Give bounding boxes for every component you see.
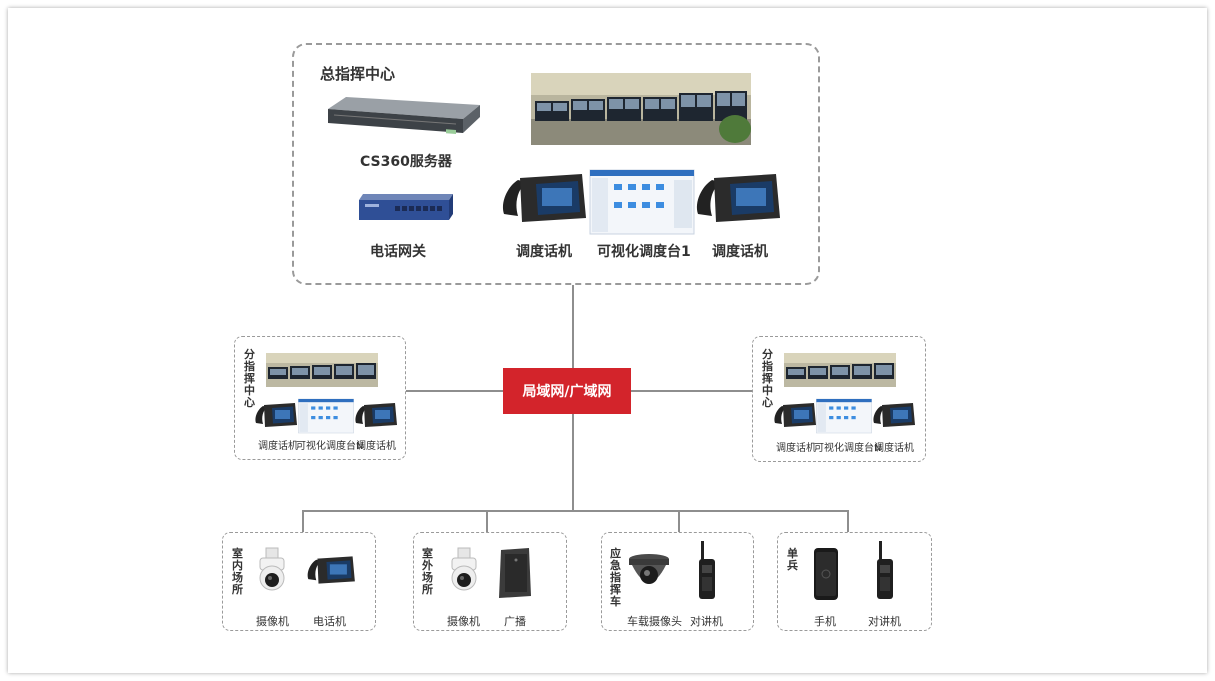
speaker-icon bbox=[499, 548, 531, 598]
link-branch-left bbox=[406, 390, 503, 392]
site-item-label: 摄像机 bbox=[256, 615, 289, 628]
branch-right-console-label: 可视化调度台N bbox=[814, 443, 882, 454]
branch-box-right bbox=[752, 336, 926, 462]
desk-phone-icon bbox=[307, 556, 355, 584]
site-item-label: 手机 bbox=[814, 615, 836, 628]
dispatch-phone-icon bbox=[502, 174, 586, 222]
branch-left-phone-label: 调度话机 bbox=[258, 441, 298, 452]
site-box-outdoor bbox=[413, 532, 567, 631]
branch-title-left: 分指挥中心 bbox=[244, 348, 255, 409]
branch-left-console-label: 可视化调度台N bbox=[296, 441, 364, 452]
site-item-label: 对讲机 bbox=[868, 615, 901, 628]
site-item-label: 广播 bbox=[504, 615, 526, 628]
site-item-label: 电话机 bbox=[313, 615, 346, 628]
ptz-camera-icon bbox=[259, 547, 285, 591]
site-title-indoor: 室内场所 bbox=[232, 547, 243, 596]
site-box-indoor bbox=[222, 532, 376, 631]
dispatch-phone-icon bbox=[355, 403, 397, 427]
mobile-phone-icon bbox=[814, 548, 838, 600]
rack-server-icon bbox=[328, 97, 480, 134]
dome-camera-icon bbox=[629, 554, 669, 584]
branch-right-phone-label: 调度话机 bbox=[874, 443, 914, 454]
drop-site-4 bbox=[847, 510, 849, 532]
hq-console-label: 可视化调度台1 bbox=[597, 244, 691, 260]
video-wall-image bbox=[784, 353, 896, 387]
sites-bus bbox=[302, 510, 849, 512]
dispatch-console-icon bbox=[589, 169, 695, 235]
video-wall-image bbox=[531, 73, 751, 145]
link-network-sites bbox=[572, 414, 574, 510]
link-hq-network bbox=[572, 285, 574, 368]
drop-site-3 bbox=[678, 510, 680, 532]
dispatch-console-icon bbox=[298, 398, 354, 434]
dispatch-phone-icon bbox=[774, 403, 816, 427]
drop-site-1 bbox=[302, 510, 304, 532]
branch-left-phone-label: 调度话机 bbox=[356, 441, 396, 452]
site-box-vehicle bbox=[601, 532, 754, 631]
dispatch-phone-icon bbox=[873, 403, 915, 427]
hq-phone-label-left: 调度话机 bbox=[516, 244, 572, 260]
dispatch-phone-icon bbox=[696, 174, 780, 222]
ptz-camera-icon bbox=[451, 547, 477, 591]
site-title-outdoor: 室外场所 bbox=[422, 547, 433, 596]
gateway-label: 电话网关 bbox=[370, 244, 426, 260]
site-title-individual: 单兵 bbox=[787, 547, 798, 572]
dispatch-phone-icon bbox=[255, 403, 297, 427]
server-label: CS360服务器 bbox=[360, 154, 452, 170]
site-box-individual bbox=[777, 532, 932, 631]
site-title-vehicle: 应急指挥车 bbox=[610, 547, 621, 608]
network-node: 局域网/广域网 bbox=[503, 368, 631, 414]
hq-box bbox=[292, 43, 820, 285]
branch-box-left bbox=[234, 336, 406, 460]
walkie-talkie-icon bbox=[699, 541, 715, 599]
drop-site-2 bbox=[486, 510, 488, 532]
link-branch-right bbox=[631, 390, 752, 392]
video-wall-image bbox=[266, 353, 378, 387]
branch-right-phone-label: 调度话机 bbox=[776, 443, 816, 454]
branch-title-right: 分指挥中心 bbox=[762, 348, 773, 409]
site-item-label: 对讲机 bbox=[690, 615, 723, 628]
hq-title: 总指挥中心 bbox=[320, 65, 396, 83]
site-item-label: 车载摄像头 bbox=[627, 615, 682, 628]
walkie-talkie-icon bbox=[877, 541, 893, 599]
hq-phone-label-right: 调度话机 bbox=[712, 244, 768, 260]
dispatch-console-icon bbox=[816, 398, 872, 434]
site-item-label: 摄像机 bbox=[447, 615, 480, 628]
network-gateway-icon bbox=[359, 194, 453, 220]
